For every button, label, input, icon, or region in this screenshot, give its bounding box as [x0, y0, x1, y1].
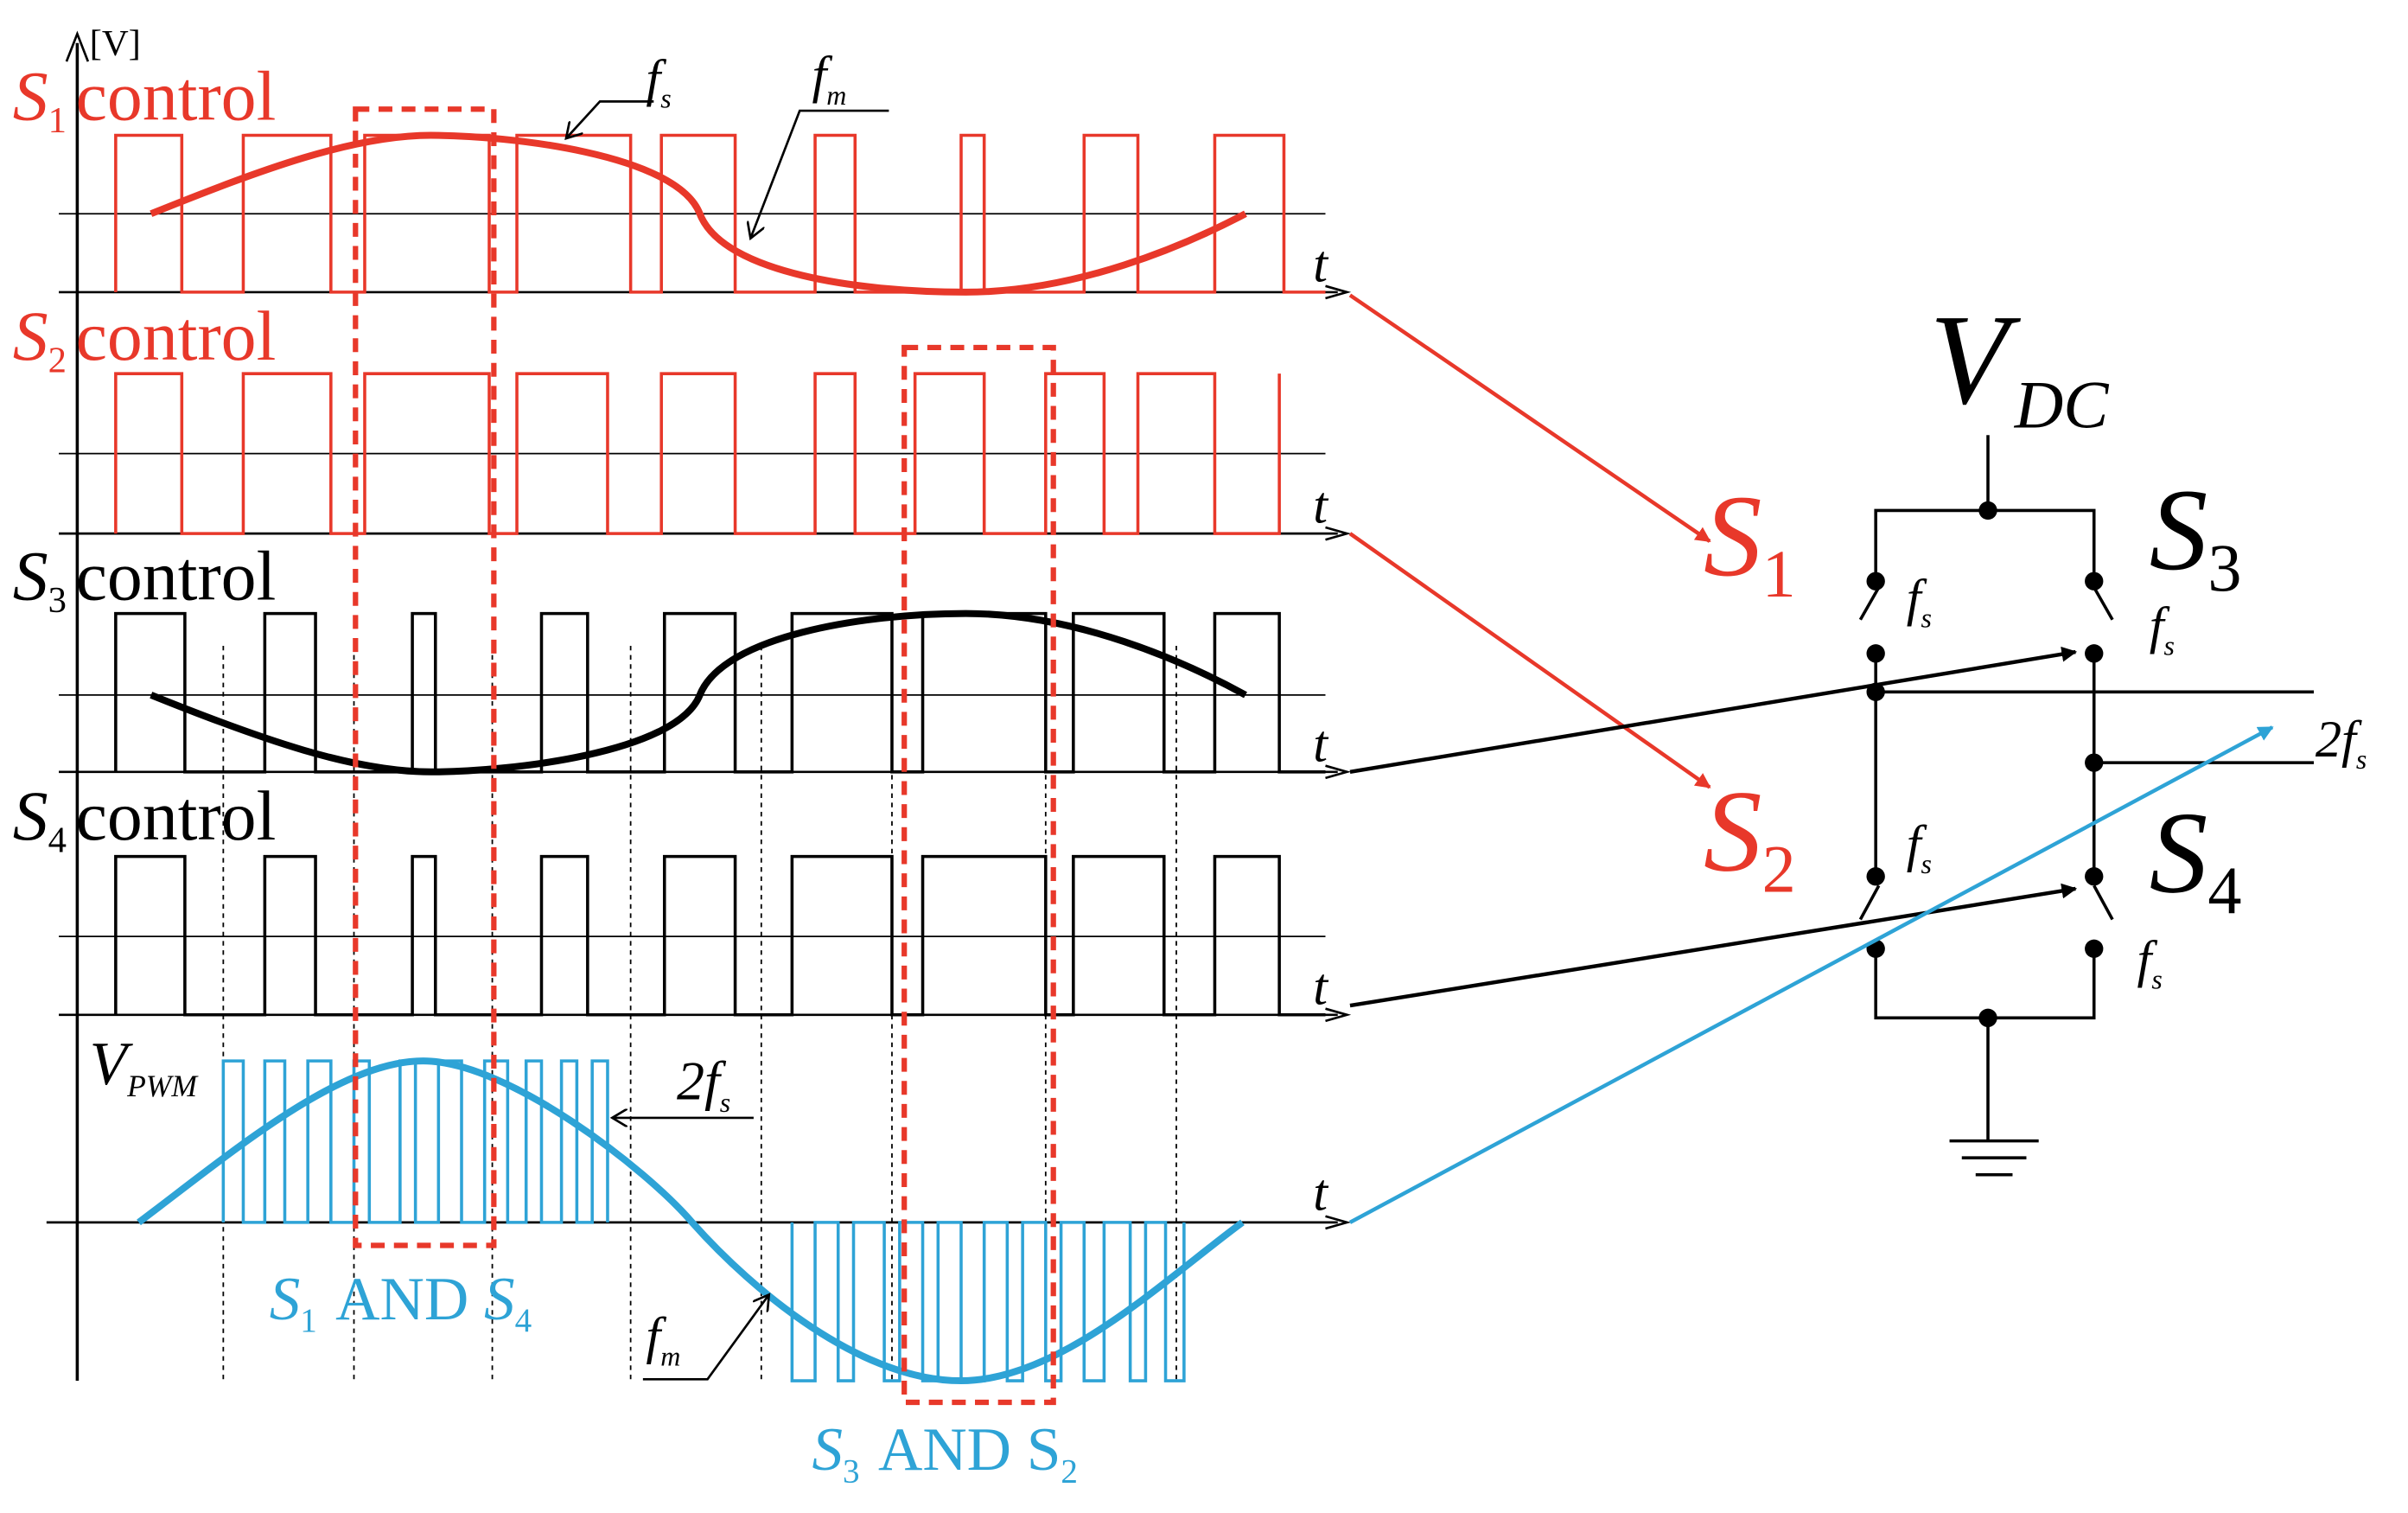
circuit-nodes [1866, 501, 2104, 1028]
t-label-5: t [1313, 1165, 1328, 1223]
fm-callout-label: fm [812, 47, 846, 111]
t-label-2: t [1313, 477, 1328, 535]
arrow-s4-control-to-switch [1349, 883, 2078, 1008]
switch-s1-label: S1 [1704, 472, 1796, 611]
h-bridge-circuit [1858, 435, 2315, 1177]
y-unit-label: [V] [90, 23, 141, 64]
t-label-4: t [1313, 958, 1328, 1016]
fm-lower-callout-label: fm [646, 1307, 680, 1371]
fm-lower-callout-line [642, 1294, 769, 1381]
s2-pulse-train [114, 372, 1281, 535]
t-label-1: t [1313, 235, 1328, 293]
switch-s4-label: S4 [2150, 789, 2242, 929]
vpwm-label: VPWM [90, 1031, 200, 1103]
output-freq-label: 2fs [2316, 711, 2367, 775]
highlight-box-s1-s4 [353, 106, 497, 1248]
switch-s1-freq: fs [1907, 569, 1932, 633]
y-axis: [V] [65, 23, 141, 1382]
fs-callout-label: fs [646, 49, 671, 113]
arrow-vpwm-to-output [1348, 725, 2274, 1224]
vpwm-modulating-sine [137, 1057, 1245, 1385]
s4-pulse-train [114, 854, 1326, 1017]
fs-callout-line [566, 100, 654, 138]
arrow-s2-control-to-switch [1348, 532, 1711, 789]
two-fs-callout-label: 2fs [677, 1050, 730, 1118]
arrow-s3-control-to-switch [1349, 646, 2078, 774]
t-label-3: t [1313, 715, 1328, 773]
s1-modulating-sine [150, 131, 1247, 296]
highlight-box-s3-s2 [901, 344, 1056, 1406]
switch-s3-label: S3 [2150, 466, 2242, 605]
switch-s2-freq: fs [1907, 815, 1932, 879]
vpwm-pulse-train [221, 1059, 1186, 1382]
arrow-s1-control-to-switch [1348, 293, 1711, 543]
s3-pulse-train [114, 611, 1326, 774]
switch-s3-freq: fs [2150, 597, 2175, 661]
s1-pulse-train [114, 133, 1326, 294]
switch-s4-freq: fs [2137, 930, 2163, 994]
switch-s2-label: S2 [1704, 768, 1796, 907]
fm-callout-line [750, 109, 889, 239]
